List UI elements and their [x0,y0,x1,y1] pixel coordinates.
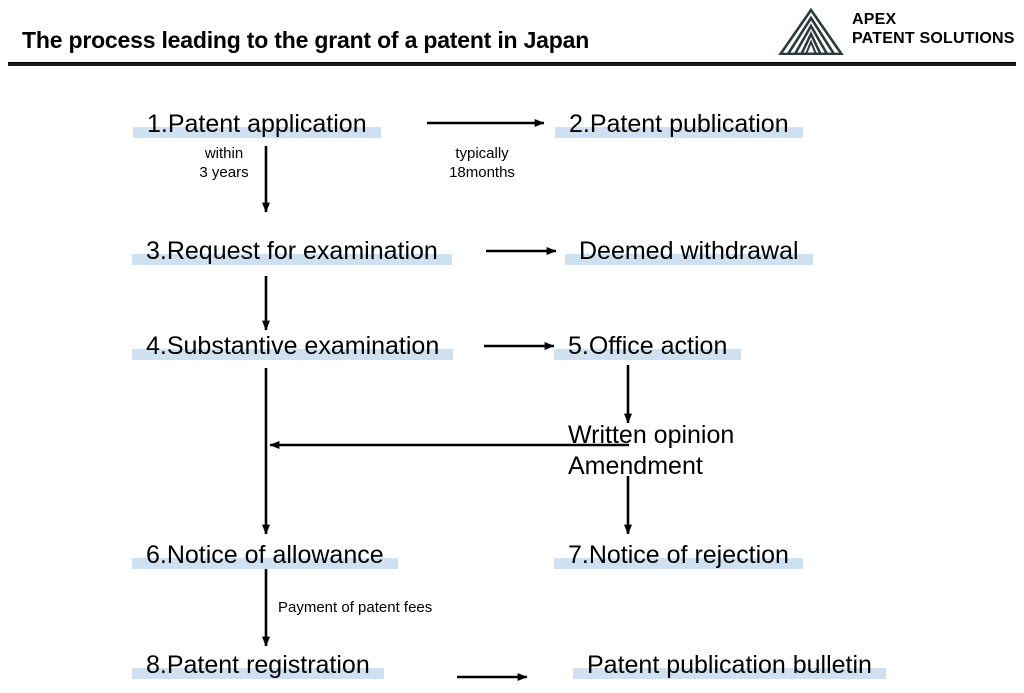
node-highlight [132,668,384,679]
node-highlight [573,668,886,679]
node-patent-publication[interactable]: 2.Patent publication [555,109,803,140]
node-label: 3.Request for examination [146,237,438,265]
node-highlight [565,254,813,265]
node-label: Written opinion [568,421,735,449]
node-highlight [132,254,452,265]
node-deemed-withdrawal[interactable]: Deemed withdrawal [565,236,813,267]
node-written-opinion[interactable]: Written opinion [568,420,734,451]
page-title: The process leading to the grant of a pa… [22,27,590,53]
brand-logo-line2: PATENT SOLUTIONS [852,30,1015,47]
node-label: 6.Notice of allowance [146,541,384,569]
node-notice-of-rejection[interactable]: 7.Notice of rejection [554,540,803,571]
edge-label-line1: typically [455,145,509,162]
node-highlight [554,558,803,569]
node-substantive-examination[interactable]: 4.Substantive examination [132,331,454,362]
node-highlight [555,127,803,138]
nested-triangle-icon [778,8,844,55]
node-label: 8.Patent registration [146,651,370,679]
node-label: Amendment [568,452,703,480]
edge-label-typically-18months: typically 18months [434,144,530,182]
node-office-action[interactable]: 5.Office action [554,331,742,362]
node-notice-of-allowance[interactable]: 6.Notice of allowance [132,540,398,571]
node-highlight [132,558,398,569]
node-label: Patent publication bulletin [587,651,872,679]
node-highlight [133,127,381,138]
node-patent-application[interactable]: 1.Patent application [133,109,381,140]
node-label: 1.Patent application [147,110,367,138]
brand-logo: APEX PATENT SOLUTIONS [778,7,1024,57]
flowchart: 1.Patent application 2.Patent publicatio… [0,68,1024,693]
header-divider [8,62,1016,66]
node-patent-registration[interactable]: 8.Patent registration [132,650,384,681]
node-highlight [554,349,742,360]
node-request-for-examination[interactable]: 3.Request for examination [132,236,452,267]
edge-label-line1: within [204,145,244,162]
page-header: The process leading to the grant of a pa… [0,0,1024,68]
edge-label-payment-of-patent-fees: Payment of patent fees [278,599,433,616]
node-patent-publication-bulletin[interactable]: Patent publication bulletin [573,650,886,681]
node-amendment[interactable]: Amendment [568,451,703,482]
node-label: 7.Notice of rejection [568,541,789,569]
brand-logo-line1: APEX [852,11,897,28]
edge-label-line2: 3 years [199,164,249,181]
edge-label-within-3-years: within 3 years [188,144,260,182]
node-label: 5.Office action [568,332,728,360]
node-label: 4.Substantive examination [146,332,440,360]
node-label: 2.Patent publication [569,110,789,138]
brand-logo-text: APEX PATENT SOLUTIONS [852,10,1015,48]
node-label: Deemed withdrawal [579,237,799,265]
edge-label-line2: 18months [449,164,515,181]
node-highlight [132,349,454,360]
